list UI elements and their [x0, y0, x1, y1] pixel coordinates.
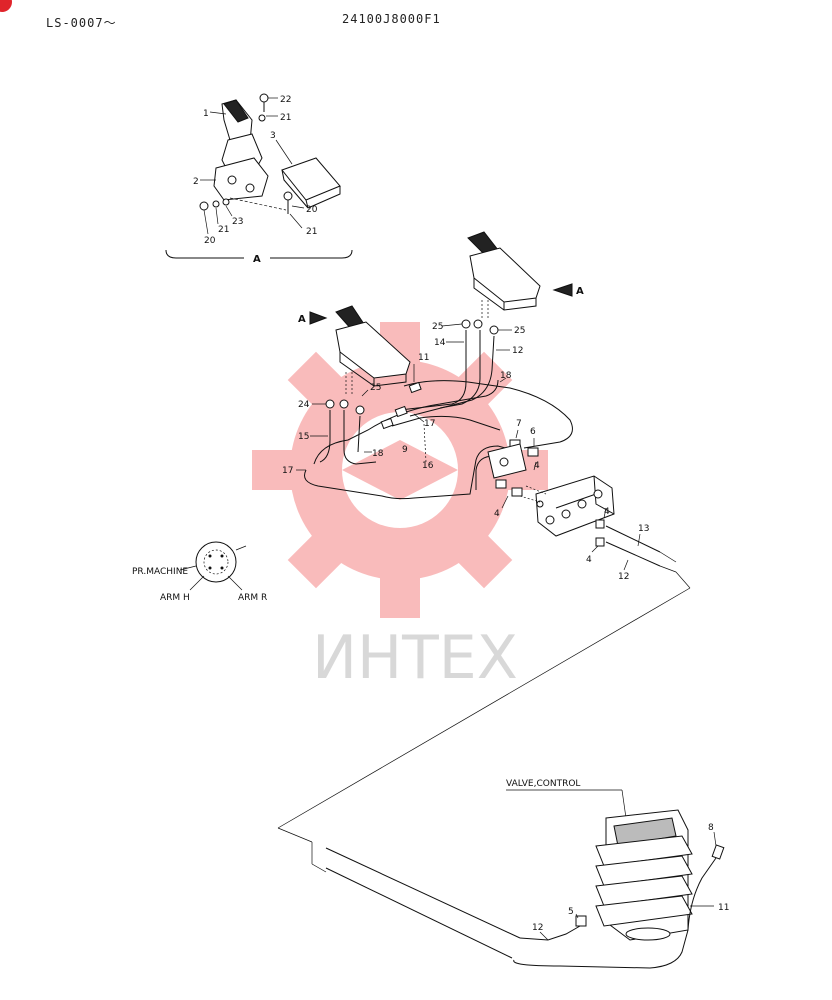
- detail-a-pedal-assembly: [165, 93, 353, 259]
- watermark-gear-logo: [252, 322, 548, 618]
- arrow-a-left-label: A: [298, 314, 306, 325]
- arrow-a-right: [552, 283, 573, 297]
- control-valve: [506, 789, 725, 969]
- pr-machine-label: PR.MACHINE: [132, 567, 188, 577]
- callout-23: 23: [232, 217, 243, 227]
- connection-lines: [277, 571, 691, 959]
- callout-7: 7: [516, 419, 522, 429]
- callout-11-b: 12: [618, 572, 629, 582]
- callout-20: 20: [306, 205, 318, 215]
- callout-24: 25: [432, 322, 443, 332]
- callout-12-b: 12: [532, 923, 543, 933]
- callout-25-b: 25: [370, 383, 381, 393]
- pattern-selector-symbol: [179, 541, 247, 591]
- callout-12: 13: [638, 524, 649, 534]
- callout-21-c: 21: [218, 225, 229, 235]
- callout-4-d: 4: [586, 555, 592, 565]
- detail-a-title: A: [253, 254, 261, 265]
- callout-5: 5: [568, 907, 574, 917]
- callout-11-c: 11: [718, 903, 729, 913]
- callout-25: 25: [514, 326, 525, 336]
- callout-20-b: 20: [204, 236, 216, 246]
- corner-red-marker: [0, 0, 12, 12]
- callout-14: 15: [298, 432, 309, 442]
- arrow-a-left: [309, 311, 328, 325]
- callout-13: 14: [434, 338, 446, 348]
- callout-1: 1: [203, 109, 209, 119]
- callout-17: 18: [500, 371, 512, 381]
- callout-10: 11: [418, 353, 429, 363]
- callout-16: 17: [424, 419, 435, 429]
- callout-21: 21: [280, 113, 291, 123]
- callout-3: 3: [270, 131, 276, 141]
- callout-11: 12: [512, 346, 523, 356]
- main-hose-assembly: [296, 231, 677, 573]
- callout-6: 6: [530, 427, 536, 437]
- watermark-text: ИНТЕХ: [312, 623, 518, 693]
- callout-15: 16: [422, 461, 434, 471]
- arm-r-label: ARM R: [238, 593, 267, 603]
- callout-16-b: 17: [282, 466, 293, 476]
- callout-21-b: 21: [306, 227, 317, 237]
- callout-4-c: 4: [604, 507, 610, 517]
- callout-4: 4: [534, 461, 540, 471]
- callout-9: 9: [402, 445, 408, 455]
- callout-18: 18: [372, 449, 384, 459]
- arrow-a-right-label: A: [576, 286, 584, 297]
- callout-8: 8: [708, 823, 714, 833]
- callout-22: 22: [280, 95, 291, 105]
- arm-h-label: ARM H: [160, 593, 190, 603]
- callout-24-b: 24: [298, 400, 310, 410]
- callout-2: 2: [193, 177, 199, 187]
- valve-title: VALVE,CONTROL: [506, 779, 580, 789]
- callout-4-b: 4: [494, 509, 500, 519]
- part-number: 24100J8000F1: [342, 12, 441, 26]
- serial-range: LS-0007～: [46, 16, 117, 30]
